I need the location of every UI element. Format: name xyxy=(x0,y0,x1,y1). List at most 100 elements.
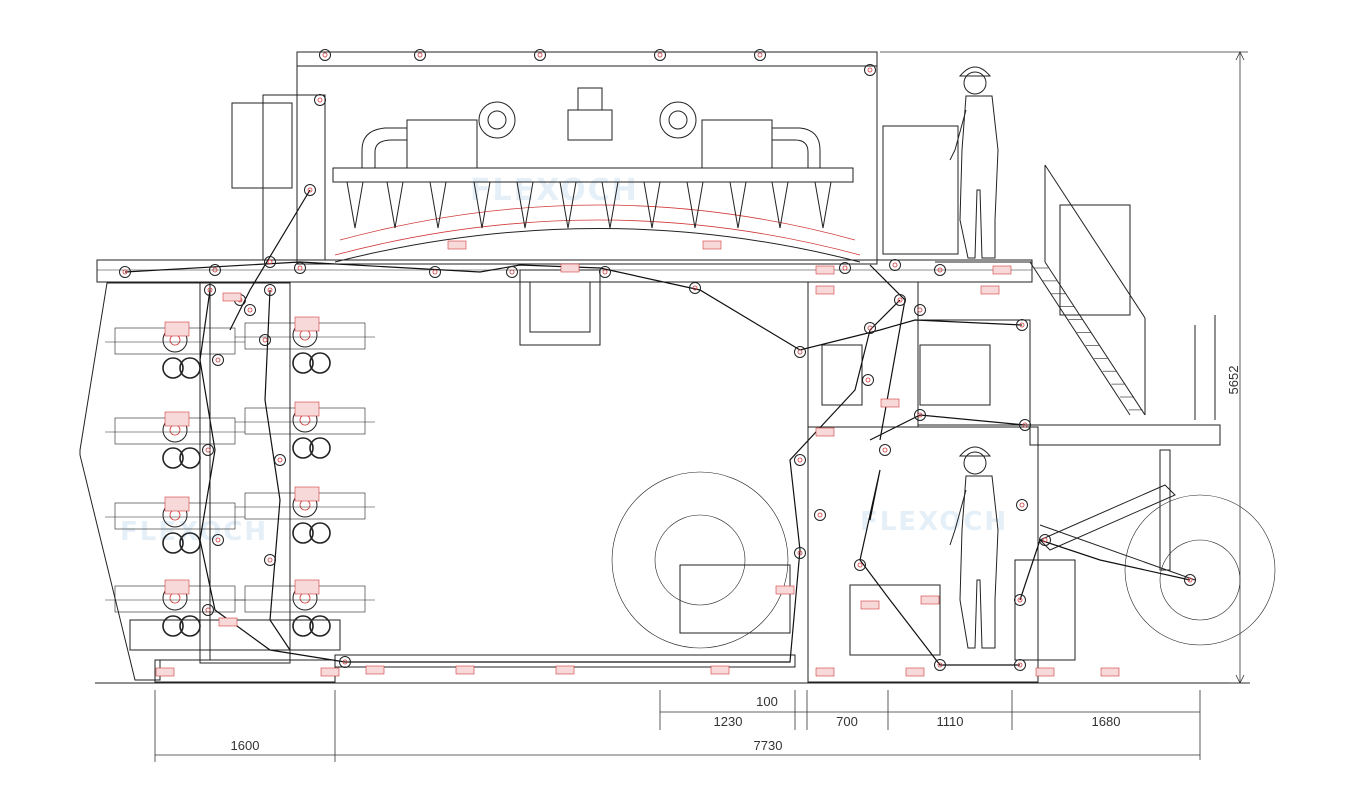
dryer-nozzle xyxy=(601,181,619,229)
sensor-mark xyxy=(920,595,940,605)
guide-roller xyxy=(854,559,866,571)
sensor-mark xyxy=(992,265,1012,275)
sensor-mark xyxy=(860,600,880,610)
sensor-mark xyxy=(905,667,925,677)
dim-1230-label: 1230 xyxy=(714,714,743,729)
guide-roller xyxy=(1039,534,1051,546)
dryer-nozzle xyxy=(386,181,404,229)
guide-roller xyxy=(534,49,546,61)
print-deck xyxy=(235,486,375,544)
dryer-nozzle xyxy=(814,181,832,229)
guide-roller xyxy=(1016,319,1028,331)
dim-700-label: 700 xyxy=(836,714,858,729)
guide-roller xyxy=(202,444,214,456)
dryer-nozzle xyxy=(559,181,577,229)
guide-roller xyxy=(1014,659,1026,671)
guide-roller xyxy=(414,49,426,61)
sensor-mark xyxy=(447,240,467,250)
dryer-nozzle xyxy=(729,181,747,229)
sensor-mark xyxy=(555,665,575,675)
guide-roller xyxy=(202,604,214,616)
guide-roller xyxy=(319,49,331,61)
dryer-hood xyxy=(231,51,959,265)
guide-roller xyxy=(689,282,701,294)
dim-1600-label: 1600 xyxy=(231,738,260,753)
dim-100-label: 100 xyxy=(756,694,778,709)
sensor-mark xyxy=(980,285,1000,295)
guide-roller xyxy=(264,284,276,296)
dryer-nozzle xyxy=(643,181,661,229)
print-deck xyxy=(105,579,245,637)
web-path xyxy=(124,189,1191,666)
guide-roller xyxy=(889,259,901,271)
operator-figure-lower xyxy=(949,446,999,649)
sensor-mark xyxy=(815,265,835,275)
sensor-mark xyxy=(365,665,385,675)
print-deck xyxy=(105,321,245,379)
guide-roller xyxy=(914,304,926,316)
guide-roller xyxy=(839,262,851,274)
guide-roller xyxy=(934,659,946,671)
guide-roller xyxy=(864,322,876,334)
guide-roller xyxy=(259,334,271,346)
guide-roller xyxy=(314,94,326,106)
dryer-nozzle xyxy=(516,181,534,229)
guide-roller xyxy=(204,284,216,296)
print-deck xyxy=(235,316,375,374)
guide-roller xyxy=(864,64,876,76)
dryer-nozzles xyxy=(346,181,832,229)
sensor-mark xyxy=(775,585,795,595)
guide-roller xyxy=(264,554,276,566)
sensor-mark xyxy=(710,665,730,675)
sensor-marks xyxy=(155,240,1120,677)
operator-figure-upper xyxy=(949,66,999,259)
print-deck xyxy=(105,411,245,469)
guide-roller xyxy=(862,374,874,386)
guide-roller xyxy=(934,264,946,276)
sensor-mark xyxy=(815,667,835,677)
printing-frame xyxy=(79,269,796,683)
guide-roller xyxy=(1014,594,1026,606)
guide-roller xyxy=(212,354,224,366)
guide-roller xyxy=(506,266,518,278)
watermarks: FLEXOCH FLEXOCH FLEXOCH xyxy=(120,173,1006,547)
dimension-height: 5652 xyxy=(880,51,1250,684)
guide-roller xyxy=(814,509,826,521)
sensor-mark xyxy=(155,667,175,677)
sensor-mark xyxy=(1035,667,1055,677)
sensor-mark xyxy=(560,263,580,273)
guide-roller xyxy=(599,266,611,278)
sensor-mark xyxy=(815,285,835,295)
sensor-mark xyxy=(815,427,835,437)
guide-roller xyxy=(879,444,891,456)
guide-roller xyxy=(754,49,766,61)
watermark-left: FLEXOCH xyxy=(120,517,268,547)
stairs-platform xyxy=(935,164,1216,420)
guide-roller xyxy=(894,294,906,306)
dryer-nozzle xyxy=(686,181,704,229)
watermark-top: FLEXOCH xyxy=(470,173,639,208)
guide-roller xyxy=(244,304,256,316)
dim-1110-label: 1110 xyxy=(937,714,964,729)
printing-decks xyxy=(105,316,375,637)
guide-roller xyxy=(119,266,131,278)
guide-roller xyxy=(264,256,276,268)
guide-roller xyxy=(304,184,316,196)
guide-roller xyxy=(1016,499,1028,511)
guide-rollers xyxy=(119,49,1196,671)
print-deck xyxy=(235,401,375,459)
guide-roller xyxy=(339,656,351,668)
guide-roller xyxy=(1184,574,1196,586)
dim-7730-label: 7730 xyxy=(754,738,783,753)
guide-roller xyxy=(1019,419,1031,431)
print-deck xyxy=(235,579,375,637)
guide-roller xyxy=(294,262,306,274)
guide-roller xyxy=(429,266,441,278)
height-dimension-label: 5652 xyxy=(1226,366,1241,395)
dimension-row-upper: 1230 100 700 1110 1680 xyxy=(659,690,1201,760)
guide-roller xyxy=(794,454,806,466)
sensor-mark xyxy=(320,667,340,677)
sensor-mark xyxy=(455,665,475,675)
sensor-mark xyxy=(222,292,242,302)
